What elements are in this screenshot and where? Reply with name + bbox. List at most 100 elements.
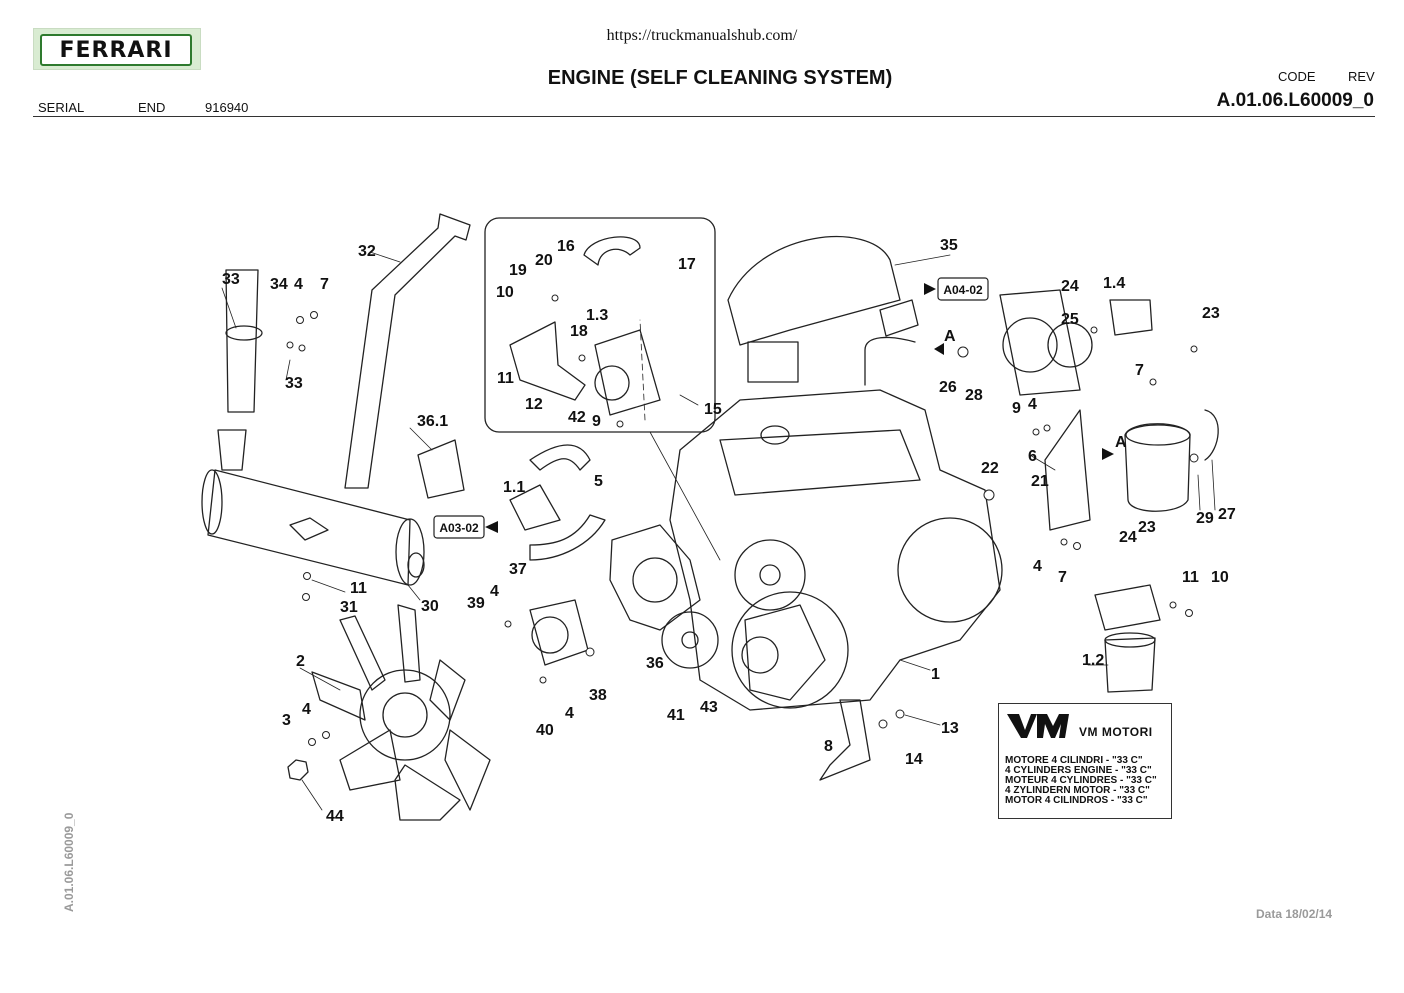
part-callout: 36.1 [417, 413, 448, 430]
part-callout: 24 [1119, 529, 1137, 546]
ref-box-a03-02 [433, 515, 485, 539]
bolt-icon [895, 709, 905, 719]
hose-upper [529, 444, 591, 471]
inset-box [484, 217, 716, 433]
page-title: ENGINE (SELF CLEANING SYSTEM) [547, 67, 893, 89]
part-callout: 18 [570, 323, 588, 340]
bolt-icon [1073, 542, 1081, 550]
oil-cap [760, 425, 790, 445]
alternator-inset-pulley [594, 365, 630, 401]
part-callout: 33 [222, 271, 240, 288]
part-callout: 41 [667, 707, 685, 724]
nut-44 [287, 759, 309, 781]
gasket-ring-2 [1047, 322, 1093, 368]
washer-icon [1032, 428, 1040, 436]
part-callout: 32 [358, 243, 376, 260]
filter-1-2 [1104, 637, 1156, 693]
fan-blade [394, 764, 461, 821]
part-callout: 5 [594, 473, 603, 490]
vm-line: 4 CYLINDERS ENGINE - "33 C" [1005, 765, 1152, 776]
bolt-icon [310, 311, 318, 319]
fan-blade [311, 671, 366, 721]
part-callout: 1.1 [503, 479, 525, 496]
crank-pulley [734, 539, 806, 611]
part-callout: 43 [700, 699, 718, 716]
gasket-plate [999, 289, 1081, 396]
part-callout: 3 [282, 712, 291, 729]
fan-hub [382, 692, 428, 738]
part-callout: 4 [490, 583, 499, 600]
washer-icon [1043, 424, 1051, 432]
hose-16 [583, 236, 641, 266]
washer-icon [1169, 601, 1177, 609]
rev-label: REV [1348, 69, 1375, 84]
pulley-41 [661, 611, 719, 669]
alternator-inset [594, 329, 661, 416]
part-callout: 28 [965, 387, 983, 404]
part-callout: 8 [824, 738, 833, 755]
part-callout: 11 [1182, 569, 1199, 586]
belt-loop [731, 591, 849, 709]
alternator-pulley [741, 636, 779, 674]
part-callout: 4 [1028, 396, 1037, 413]
logo-frame: FERRARI [40, 34, 192, 66]
bracket-36-1 [417, 439, 465, 499]
ref-box-a04-02 [937, 277, 989, 301]
header-rule [33, 116, 1375, 117]
part-callout: 11 [497, 370, 514, 387]
engine-block [669, 389, 1001, 711]
part-callout: 10 [496, 284, 514, 301]
bolt-icon [308, 738, 316, 746]
washer-icon [539, 676, 547, 684]
part-callout: 9 [1012, 400, 1021, 417]
flywheel-housing [897, 517, 1003, 623]
ferrari-logo: FERRARI [33, 28, 201, 70]
muffler-outlet [407, 552, 425, 578]
part-callout: 35 [940, 237, 958, 254]
part-callout: 4 [565, 705, 574, 722]
part-callout: 20 [535, 252, 553, 269]
part-callout: 29 [1196, 510, 1214, 527]
arrow-icon [934, 343, 944, 355]
gasket-ring [1002, 317, 1058, 373]
fan-blade [397, 604, 421, 683]
fan-blade [444, 729, 491, 811]
muffler-end-right [395, 518, 425, 586]
pulley-41-hub [681, 631, 699, 649]
part-callout: 36 [646, 655, 664, 672]
hose-27 [1204, 409, 1219, 461]
part-callout: 22 [981, 460, 999, 477]
part-callout: 11 [350, 580, 367, 597]
part-callout: 33 [285, 375, 303, 392]
bracket-12 [509, 321, 586, 401]
part-callout: 31 [340, 599, 358, 616]
washer-icon [578, 354, 586, 362]
turbo-mount [747, 341, 799, 383]
arrow-icon [1102, 448, 1114, 460]
connection-marker-a: A [944, 328, 956, 345]
part-callout: 4 [302, 701, 311, 718]
part-callout: 42 [568, 409, 586, 426]
part-callout: 1.2 [1082, 652, 1104, 669]
part-callout: 15 [704, 401, 722, 418]
filter-1-2-top [1104, 632, 1156, 648]
washer-icon [286, 341, 294, 349]
source-url[interactable]: https://truckmanualshub.com/ [606, 27, 798, 44]
part-callout: 40 [536, 722, 554, 739]
part-callout: 4 [294, 276, 303, 293]
washer-icon [298, 344, 306, 352]
bolt-icon [1149, 378, 1157, 386]
pulley-37 [529, 599, 589, 666]
logo-text: FERRARI [59, 38, 173, 63]
pulley-37-face [531, 616, 569, 654]
fan-blade [429, 659, 466, 721]
washer-icon [303, 572, 311, 580]
code-value: A.01.06.L60009_0 [1216, 90, 1374, 111]
ref-box-a03-02-label: A03-02 [439, 521, 479, 535]
vm-line: MOTORE 4 CILINDRI - "33 C" [1005, 755, 1143, 766]
bracket-6 [1044, 409, 1091, 531]
part-callout: 6 [1028, 448, 1037, 465]
clamp-icon [1189, 453, 1199, 463]
cyclone-filter [1124, 423, 1191, 512]
